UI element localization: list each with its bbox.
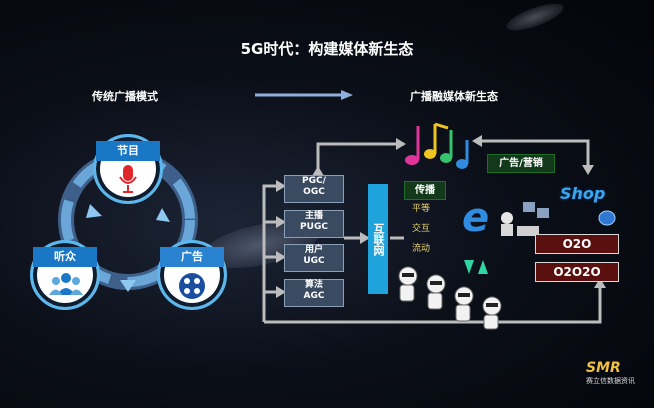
left-heading: 传统广播模式 [92, 90, 158, 103]
internet-label: 互联网 [372, 222, 385, 256]
spread-label: 传播 [404, 181, 446, 200]
o2o2o-label: O2O2O [535, 262, 619, 282]
people-icon [49, 273, 83, 295]
source-line: 主播 [304, 211, 323, 221]
source-line: PUGC [300, 222, 328, 232]
ads-label: 广告 [160, 247, 224, 267]
mouse-icon [598, 210, 616, 226]
transition-arrow [255, 90, 353, 100]
trait-equal: 平等 [412, 204, 431, 214]
trait-interactive: 交互 [412, 224, 431, 234]
source-ugc: 用户 UGC [284, 244, 344, 272]
network-users-icon [501, 202, 549, 236]
program-node: 节目 [93, 134, 163, 204]
audience-label: 听众 [33, 247, 97, 267]
microphone-icon [119, 165, 137, 193]
source-line: 算法 [304, 280, 323, 290]
ad-marketing-label: 广告/营销 [487, 154, 555, 173]
ie-browser-icon: e [462, 195, 490, 241]
right-heading: 广播融媒体新生态 [410, 90, 498, 103]
audience-node: 听众 [30, 240, 100, 310]
source-line: AGC [303, 291, 325, 301]
source-line: UGC [303, 256, 325, 266]
robots-illustration [398, 266, 502, 330]
up-down-arrows-icon [464, 260, 488, 274]
ads-node: 广告 [157, 240, 227, 310]
logo-main: SMR [586, 360, 621, 376]
smr-logo: SMR 赛立信数据资讯 [586, 360, 648, 386]
source-line: OGC [303, 187, 325, 197]
source-line: 用户 [304, 245, 323, 255]
internet-bar: 互联网 [368, 184, 388, 294]
source-line: PGC/ [302, 176, 326, 186]
o2o-label: O2O [535, 234, 619, 254]
source-agc: 算法 AGC [284, 279, 344, 307]
music-notes-icon [405, 122, 469, 169]
logo-sub: 赛立信数据资讯 [586, 377, 635, 385]
page-title: 5G时代：构建媒体新生态 [240, 40, 414, 58]
trait-flowing: 流动 [412, 244, 431, 254]
source-pgc: PGC/ OGC [284, 175, 344, 203]
program-label: 节目 [96, 141, 160, 161]
shop-logo: Shop [560, 184, 606, 203]
source-pugc: 主播 PUGC [284, 210, 344, 238]
film-reel-icon [179, 273, 205, 299]
